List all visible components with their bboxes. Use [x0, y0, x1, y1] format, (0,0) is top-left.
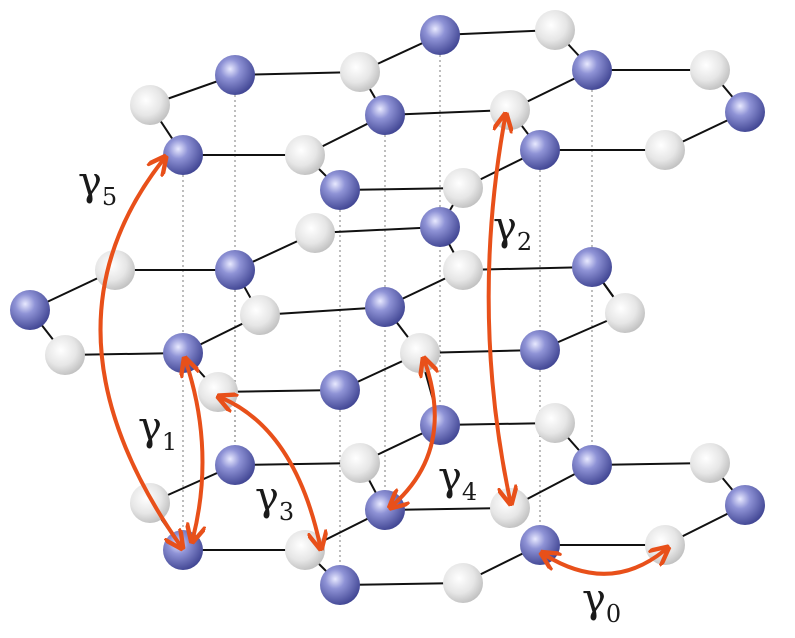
sublattice-b-atom — [198, 372, 238, 412]
sublattice-b-atom — [130, 483, 170, 523]
sublattice-b-atom — [443, 250, 483, 290]
sublattice-b-atom — [645, 130, 685, 170]
sublattice-a-atom — [163, 333, 203, 373]
sublattice-a-atom — [365, 490, 405, 530]
sublattice-a-atom — [215, 445, 255, 485]
sublattice-b-atom — [285, 135, 325, 175]
sublattice-a-atom — [215, 55, 255, 95]
sublattice-a-atom — [520, 130, 560, 170]
atoms — [10, 10, 765, 605]
sublattice-b-atom — [295, 213, 335, 253]
sublattice-a-atom — [572, 50, 612, 90]
sublattice-a-atom — [320, 170, 360, 210]
sublattice-a-atom — [365, 95, 405, 135]
sublattice-b-atom — [443, 168, 483, 208]
sublattice-a-atom — [320, 370, 360, 410]
gamma-0-arrow — [545, 550, 665, 576]
sublattice-b-atom — [490, 90, 530, 130]
sublattice-a-atom — [725, 92, 765, 132]
sublattice-b-atom — [535, 403, 575, 443]
sublattice-b-atom — [340, 52, 380, 92]
sublattice-b-atom — [535, 10, 575, 50]
sublattice-a-atom — [320, 565, 360, 605]
sublattice-b-atom — [605, 293, 645, 333]
sublattice-a-atom — [215, 250, 255, 290]
sublattice-a-atom — [420, 15, 460, 55]
gamma-1-arrow — [186, 362, 202, 538]
label-gamma-3: γ3 — [255, 474, 294, 526]
sublattice-a-atom — [420, 405, 460, 445]
sublattice-a-atom — [572, 247, 612, 287]
sublattice-a-atom — [365, 287, 405, 327]
label-gamma-2: γ2 — [493, 204, 532, 256]
sublattice-b-atom — [443, 563, 483, 603]
sublattice-a-atom — [10, 290, 50, 330]
label-gamma-1: γ1 — [138, 404, 177, 456]
sublattice-b-atom — [340, 443, 380, 483]
label-gamma-0: γ0 — [582, 576, 621, 628]
sublattice-b-atom — [240, 295, 280, 335]
label-gamma-4: γ4 — [438, 454, 477, 506]
hopping-arrows — [98, 118, 665, 576]
gamma-labels: γ0 γ1 γ2 γ3 γ4 γ5 — [78, 159, 621, 628]
sublattice-a-atom — [725, 485, 765, 525]
gamma-2-arrow — [486, 118, 510, 500]
sublattice-b-atom — [130, 85, 170, 125]
gamma-3-arrow — [222, 398, 320, 545]
sublattice-b-atom — [690, 443, 730, 483]
sublattice-a-atom — [572, 445, 612, 485]
sublattice-b-atom — [95, 250, 135, 290]
sublattice-b-atom — [45, 335, 85, 375]
sublattice-a-atom — [420, 207, 460, 247]
sublattice-b-atom — [400, 333, 440, 373]
gamma-5-arrow — [98, 160, 180, 545]
gamma-4-arrow — [393, 362, 435, 505]
sublattice-b-atom — [690, 50, 730, 90]
sublattice-a-atom — [163, 135, 203, 175]
sublattice-a-atom — [520, 330, 560, 370]
sublattice-a-atom — [163, 530, 203, 570]
label-gamma-5: γ5 — [78, 159, 117, 211]
